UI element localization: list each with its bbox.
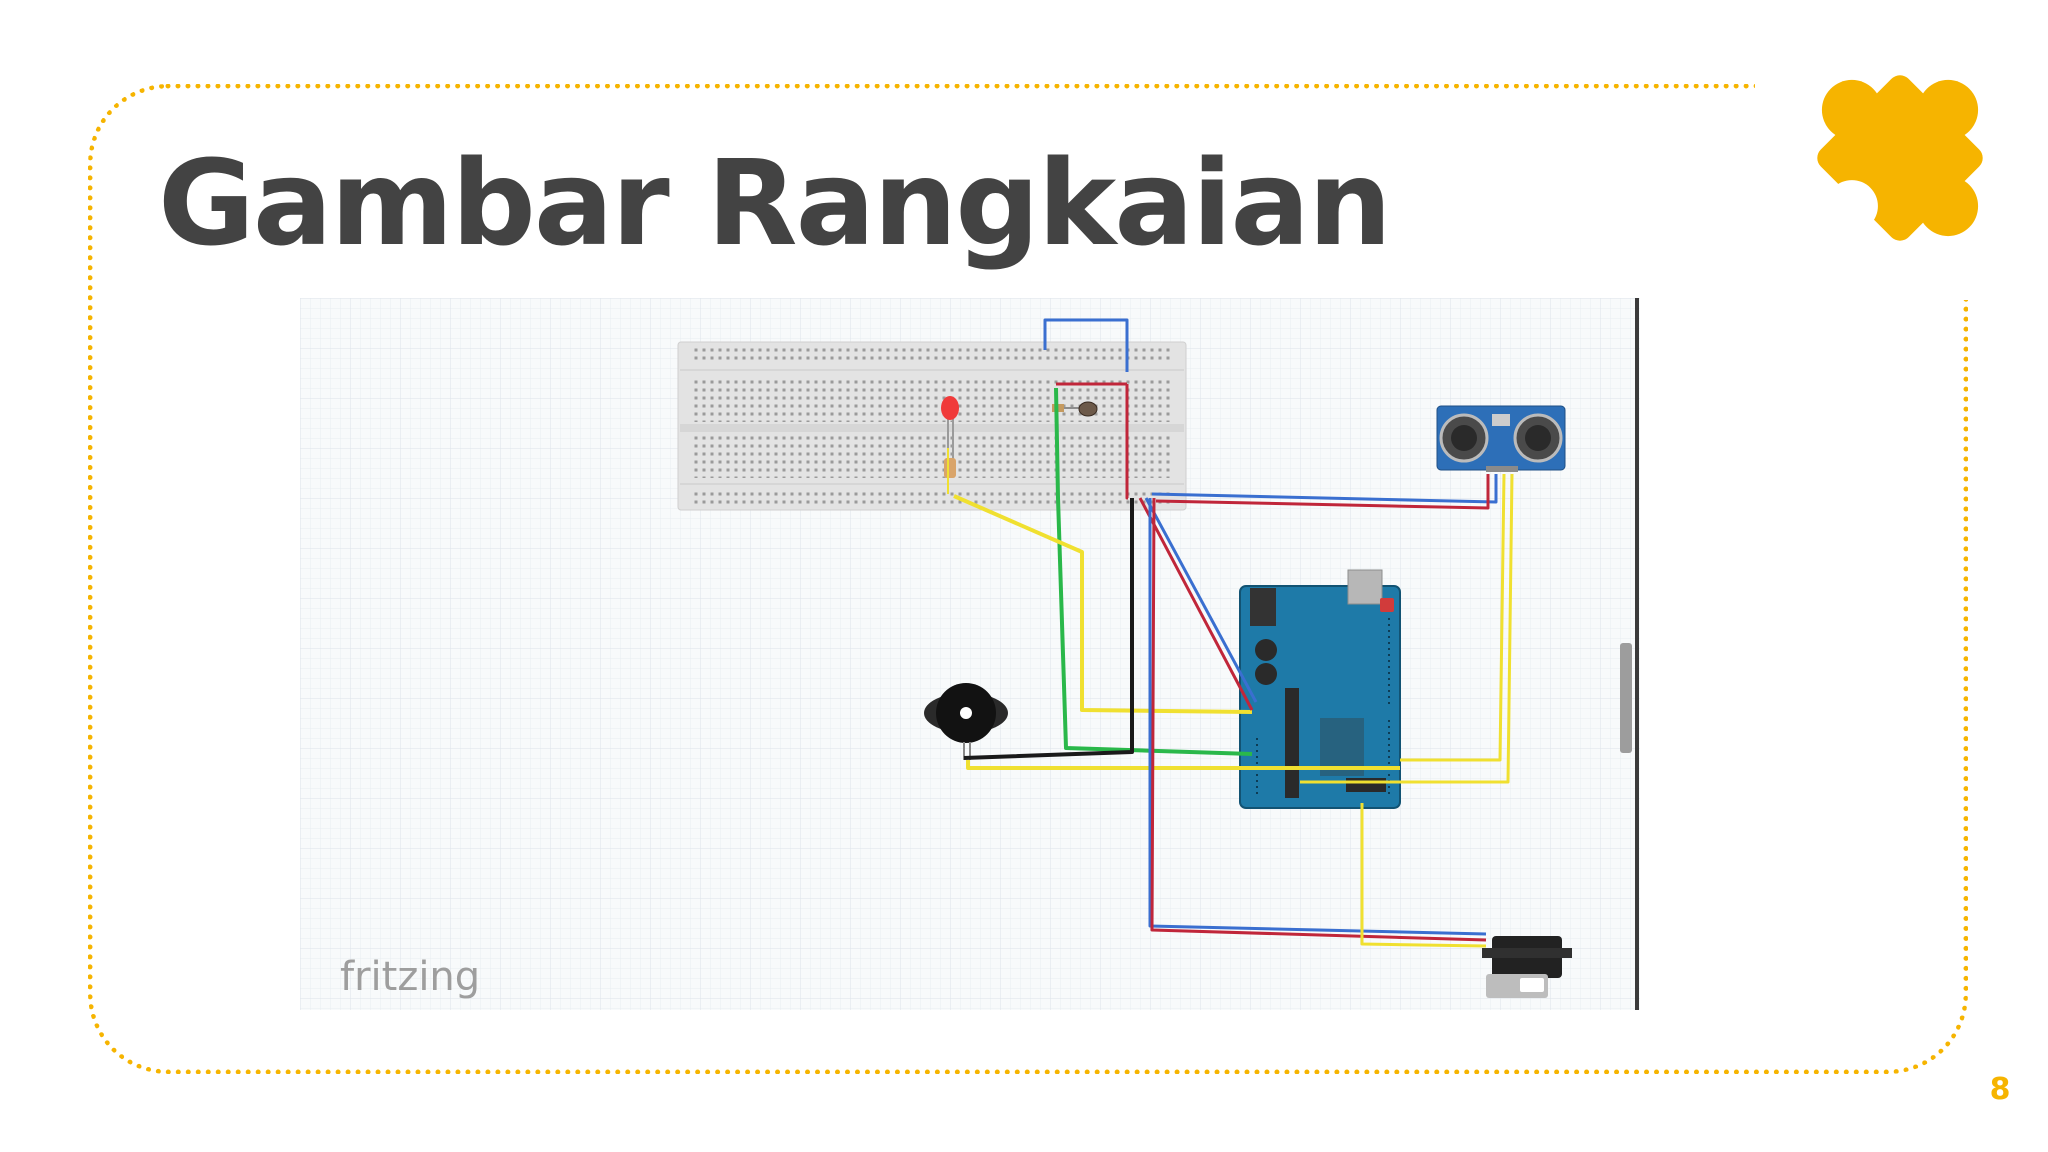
fritzing-watermark: fritzing — [340, 954, 480, 1000]
page-number: 8 — [1989, 1072, 2011, 1107]
buzzer — [924, 683, 1008, 760]
canvas-right-edge — [1635, 298, 1639, 1010]
circuit-figure: fritzing — [300, 298, 1640, 1010]
wires — [947, 318, 1514, 948]
puzzle-piece-icon — [1817, 75, 1983, 241]
ultrasonic-sensor — [1436, 405, 1566, 472]
servo-motor — [1482, 936, 1572, 998]
slide-title: Gambar Rangkaian — [158, 134, 1392, 272]
dotted-frame — [88, 84, 1968, 1074]
breadboard — [677, 341, 1187, 511]
canvas-scrollbar-thumb[interactable] — [1620, 643, 1632, 753]
arduino-board — [1239, 569, 1401, 809]
